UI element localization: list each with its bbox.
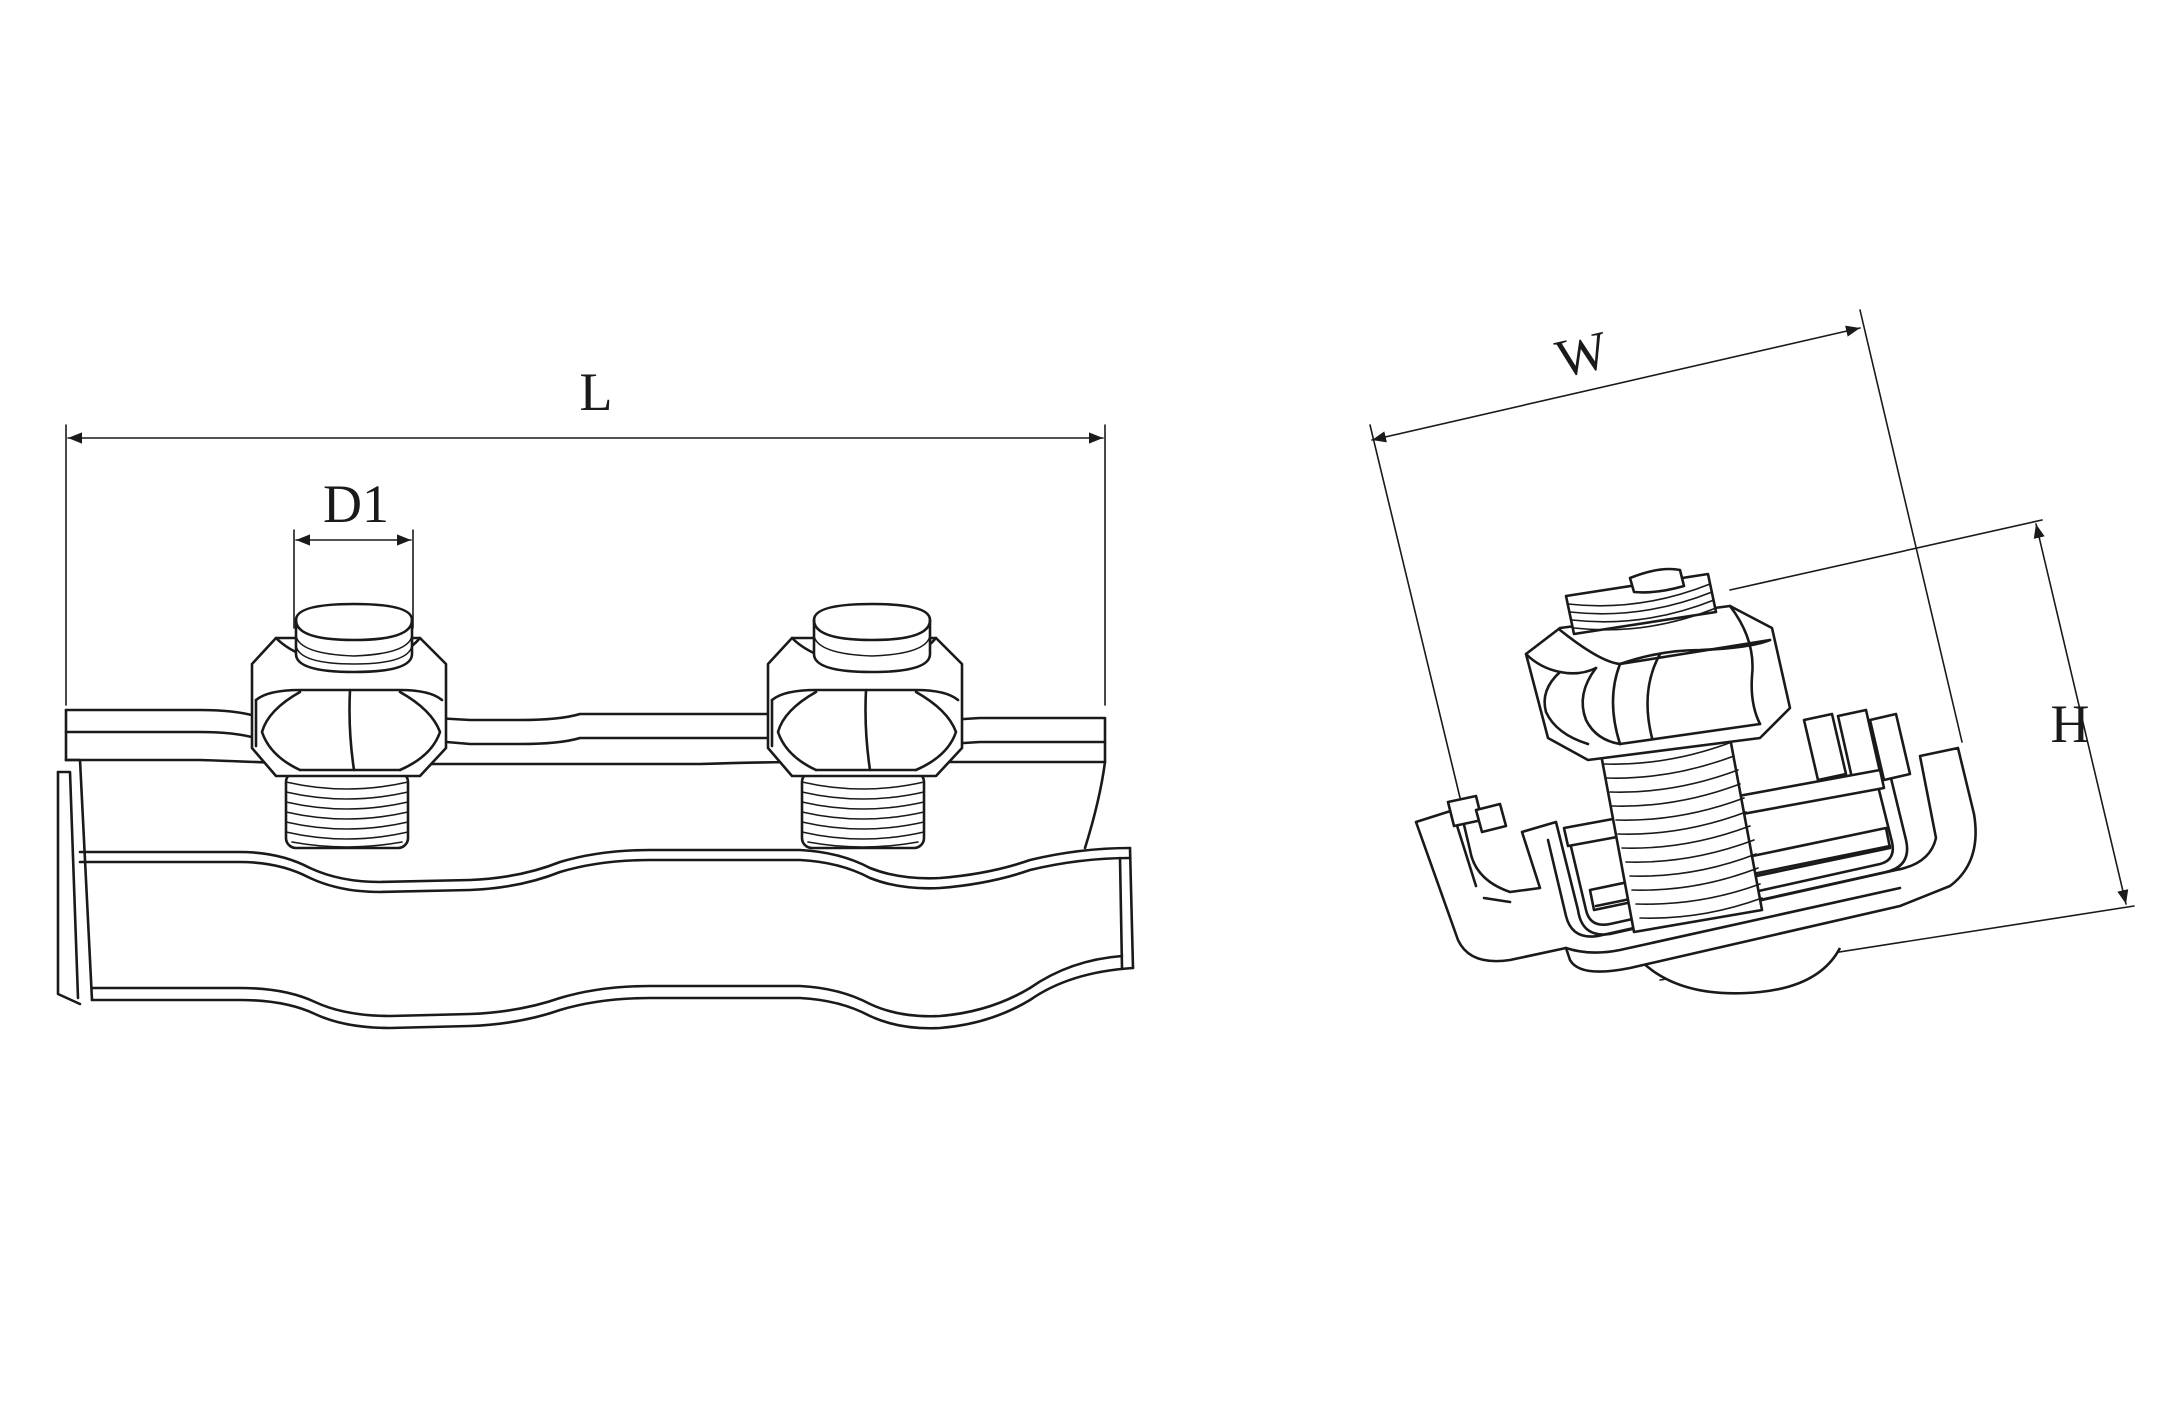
- thread-front-right: [800, 770, 926, 850]
- hex-nut-side: [1524, 604, 1792, 762]
- dimension-label-d1: D1: [323, 474, 389, 534]
- dimension-label-h: H: [2051, 694, 2090, 754]
- dimension-d1: D1: [293, 474, 414, 629]
- dimension-label-l: L: [580, 362, 613, 422]
- bolt-front-left: [250, 602, 448, 850]
- bolt-top-front-left: [294, 602, 414, 674]
- clamp-body-front: [56, 708, 1135, 1030]
- dimension-label-w: W: [1550, 319, 1613, 389]
- bolt-top-side: [1564, 567, 1718, 636]
- hex-nut-front-right: [766, 636, 964, 778]
- front-view: L D1: [56, 362, 1135, 1030]
- bolt-front-right: [766, 602, 964, 850]
- side-view: W H: [1369, 309, 2135, 995]
- thread-front-left: [284, 770, 410, 850]
- dimension-l: L: [65, 362, 1106, 706]
- thread-side: [1596, 714, 1764, 934]
- bolt-top-front-right: [812, 602, 932, 674]
- saddle-bottom: [1639, 947, 1842, 995]
- dimension-h: H: [1659, 519, 2135, 981]
